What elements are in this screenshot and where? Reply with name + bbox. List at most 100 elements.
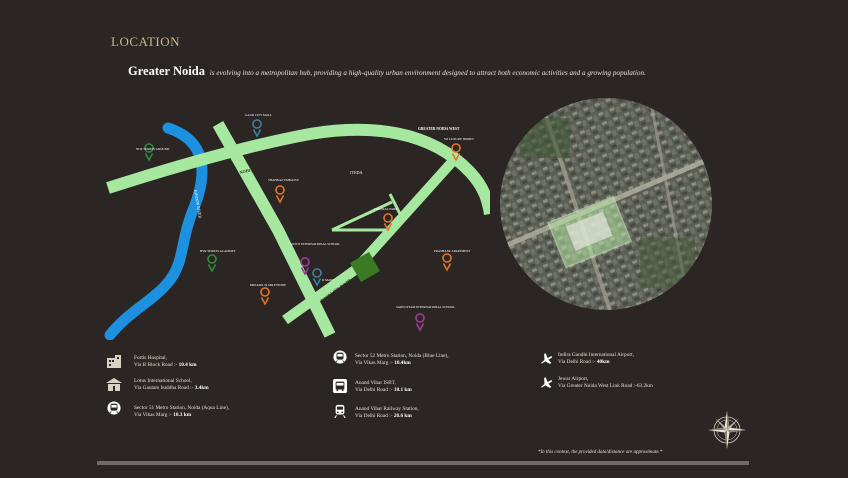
place-label: NCR SPORTS GROUND — [136, 147, 170, 151]
connectivity-item: Indira Gandhi International Airport, Via… — [558, 352, 634, 366]
connectivity-place: Sector 51 Metro Station, Noida (Aqua Lin… — [134, 405, 230, 411]
road-label: NOIDA & GREATER NOIDA LINK ROAD — [239, 151, 317, 175]
connectivity-route: Via Vikas Marg :- 10.3 km — [134, 412, 229, 419]
connectivity-item: Sector 51 Metro Station, Noida (Aqua Lin… — [134, 405, 229, 419]
road-label: CANAL ROAD — [159, 171, 187, 183]
road-label: GREATER NOIDA W RD — [241, 216, 268, 260]
intro-text: Greater Noida is evolving into a metropo… — [128, 64, 646, 79]
airplane-icon — [541, 377, 553, 388]
distance-value: 3.4km — [194, 385, 209, 391]
location-pin-icon — [260, 287, 270, 306]
place-label: SO LUXURY HOMES — [444, 137, 474, 141]
hospital-icon — [107, 355, 121, 368]
location-pin-icon — [451, 143, 461, 162]
intro-lead: Greater Noida — [128, 64, 205, 78]
place-label: PRASHANT APARTMENT — [434, 249, 470, 253]
bus-icon — [333, 379, 347, 393]
connectivity-route: Via Gautam buddha Road :- 3.4km — [134, 385, 209, 392]
location-pin-icon — [275, 185, 285, 204]
east-link-road — [282, 158, 456, 325]
route-text: Via Delhi Road :- — [355, 413, 393, 419]
route-text: Via Gautam buddha Road :- — [134, 385, 194, 391]
distance-value: 10.4 km — [178, 362, 197, 368]
river-label: HINDON RIVER — [193, 189, 203, 219]
location-pin-icon — [252, 119, 262, 138]
footer-bar — [97, 461, 749, 465]
connectivity-place: Anand Vihar Railway Station, — [355, 406, 419, 412]
route-text: Via Vikas Marg :- — [355, 360, 393, 366]
connectivity-place: Indira Gandhi International Airport, — [558, 352, 634, 358]
place-marker — [300, 257, 310, 276]
place-marker — [451, 143, 461, 162]
place-label: LOTUS INTERNATIONAL SCHOOL — [290, 242, 340, 246]
metro-icon — [333, 350, 347, 364]
connectivity-route: Via B Block Road :- 10.4 km — [134, 362, 197, 369]
distance-value: 20.6 km — [393, 413, 412, 419]
location-pin-icon — [383, 213, 393, 232]
location-pin-icon — [415, 313, 425, 332]
school-icon — [106, 378, 122, 391]
distance-value: 10.3 km — [173, 412, 192, 418]
place-label: D MART — [322, 278, 334, 282]
connectivity-route: Via Delhi Road :- 20.6 km — [355, 413, 419, 420]
distance-value: 18.1 km — [393, 387, 412, 393]
connectivity-place: Anand Vihar ISBT, — [355, 380, 396, 386]
location-pin-icon — [207, 254, 217, 273]
internal-road — [331, 200, 393, 232]
place-label: BVR SPORTS ACADEMY — [200, 249, 236, 253]
place-label: SARVOTTAM INTERNATIONAL SCHOOL — [396, 305, 455, 309]
connectivity-item: Sector 52 Metro Station, Noida (Blue Lin… — [355, 353, 449, 367]
location-pin-icon — [442, 253, 452, 272]
metro-icon — [107, 401, 121, 415]
disclaimer-note: *In this context, the provided data/dist… — [538, 450, 663, 455]
place-label: GAUR CITY MALL — [245, 113, 272, 117]
location-pin-icon — [144, 143, 154, 162]
project-site — [349, 251, 381, 283]
connectivity-item: Lotus International School, Via Gautam b… — [134, 378, 209, 392]
connectivity-route: Via Delhi Road :- 18.1 km — [355, 387, 412, 394]
connectivity-place: Sector 52 Metro Station, Noida (Blue Lin… — [355, 353, 449, 359]
connectivity-route: Via Vikas Marg :- 10.4km — [355, 360, 449, 367]
place-label: DREAMS 19 MILESTONE — [250, 283, 286, 287]
place-label: SHAHNAZ EMBASSY — [268, 178, 300, 182]
route-text: Via B Block Road :- — [134, 362, 178, 368]
train-icon — [334, 404, 346, 418]
intro-body: is evolving into a metropolitan hub, pro… — [209, 69, 646, 77]
route-text: Via Vikas Marg :- — [134, 412, 172, 418]
distance-value: 10.4km — [394, 360, 411, 366]
route-text: Via Delhi Road :- — [558, 359, 596, 365]
connectivity-item: Fortis Hospital, Via B Block Road :- 10.… — [134, 355, 197, 369]
location-pin-icon — [312, 268, 322, 287]
place-marker — [312, 268, 322, 287]
compass-icon — [708, 411, 746, 449]
place-marker — [252, 119, 262, 138]
connectivity-place: Jewar Airport, — [558, 376, 589, 382]
connectivity-route: Via Greater Noida West Link Road :-63.2k… — [558, 383, 653, 390]
connectivity-place: Lotus International School, — [134, 378, 192, 384]
area-label: ITEDA — [350, 170, 363, 175]
page-title: LOCATION — [111, 34, 180, 49]
location-map: NOIDA & GREATER NOIDA LINK ROAD GREATER … — [104, 113, 490, 340]
project-highlight — [547, 195, 633, 269]
connectivity-route: Via Delhi Road :- 40km — [558, 359, 634, 366]
place-label: GREATER NOIDA WEST — [418, 127, 460, 131]
place-marker — [383, 213, 393, 232]
location-pin-icon — [300, 257, 310, 276]
place-marker — [144, 143, 154, 162]
connectivity-item: Anand Vihar ISBT, Via Delhi Road :- 18.1… — [355, 380, 412, 394]
satellite-view — [500, 98, 712, 310]
internal-road — [388, 193, 406, 223]
link-road — [106, 123, 490, 216]
connectivity-place: Fortis Hospital, — [134, 355, 167, 361]
airplane-icon — [541, 353, 553, 364]
place-marker — [207, 254, 217, 273]
place-marker — [415, 313, 425, 332]
place-marker — [260, 287, 270, 306]
route-text: Via Greater Noida West Link Road :-63.2k… — [558, 383, 653, 389]
place-marker — [275, 185, 285, 204]
connectivity-item: Anand Vihar Railway Station, Via Delhi R… — [355, 406, 419, 420]
place-label: CENTRAL PARK — [374, 207, 398, 211]
distance-value: 40km — [596, 359, 610, 365]
place-marker — [442, 253, 452, 272]
